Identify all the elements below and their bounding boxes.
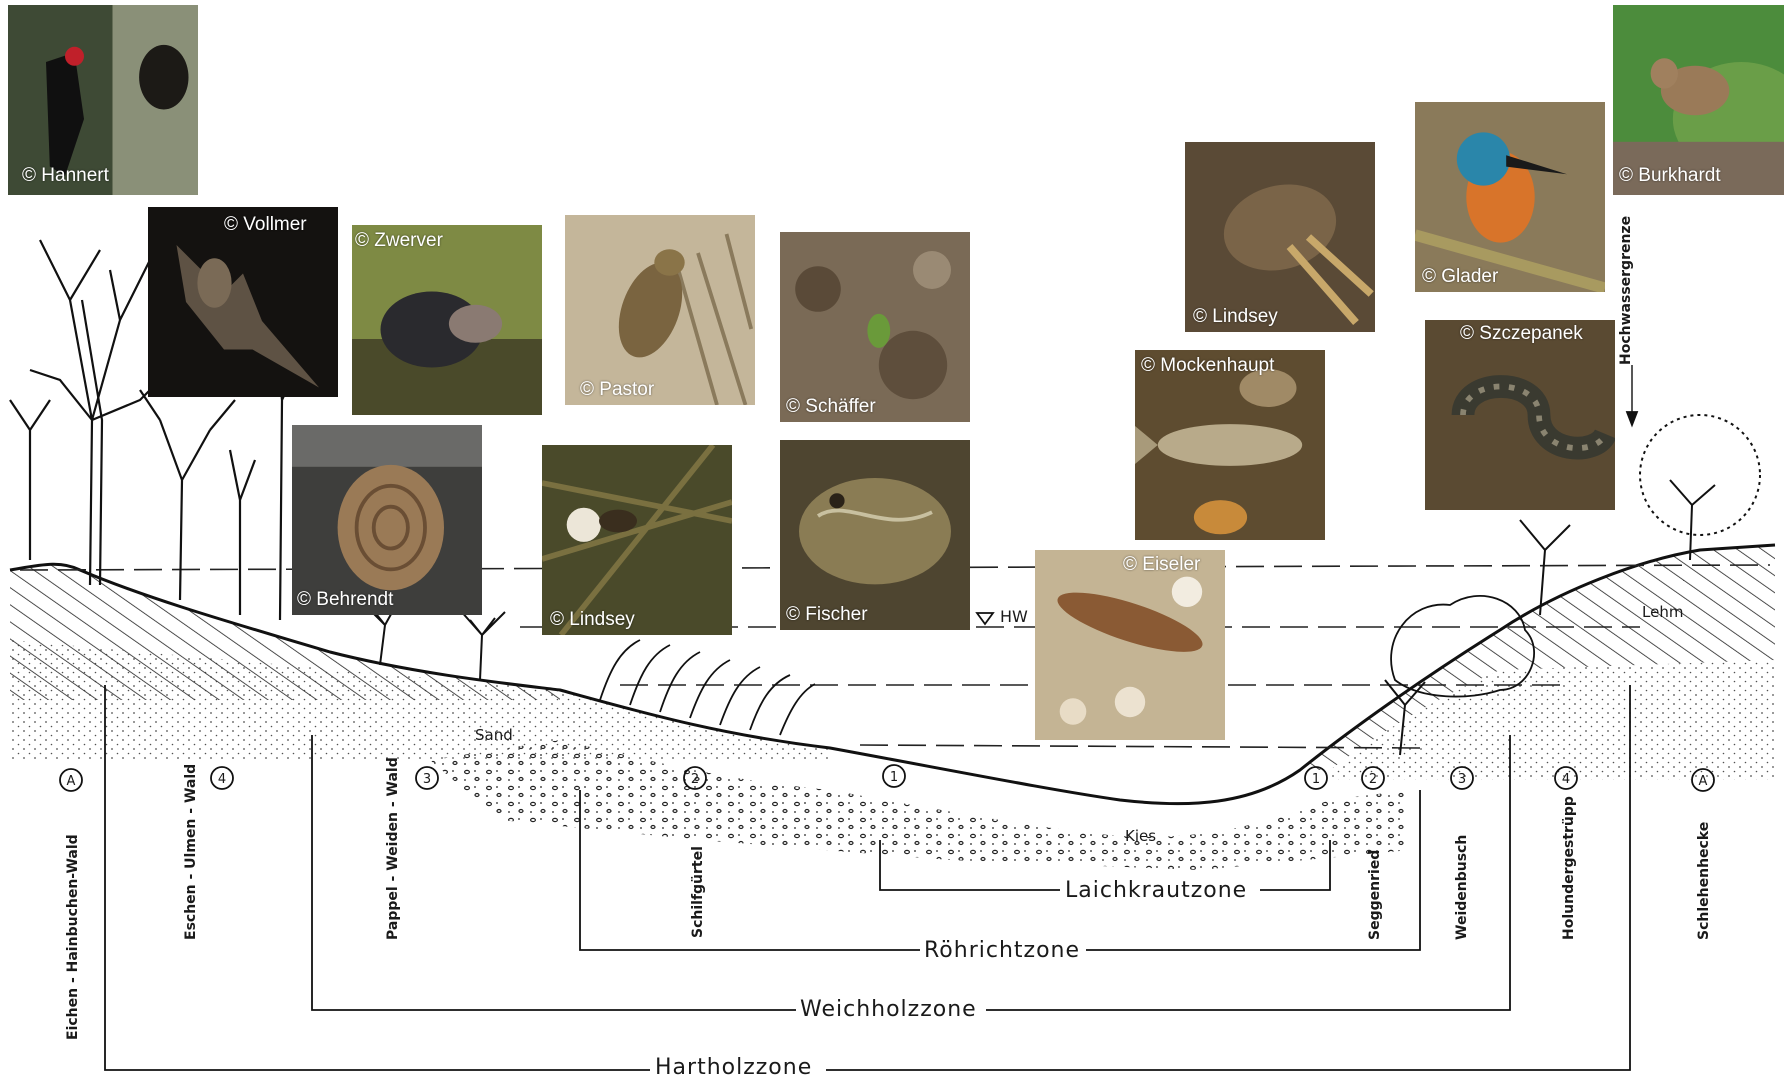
label-pappel-weiden-wald: Pappel - Weiden - Wald [385,757,401,940]
credit-zwerver: © Zwerver [355,230,443,252]
hochwassergrenze-label: Hochwassergrenze [1618,216,1634,365]
credit-hannert: © Hannert [22,165,109,187]
credit-vollmer: © Vollmer [224,214,307,236]
credit-schaeffer: © Schäffer [786,396,876,418]
gravel-area [430,740,1410,870]
credit-mockenhaupt: © Mockenhaupt [1141,355,1274,377]
photo-snail: © Behrendt [292,425,482,615]
soil-label-lehm: Lehm [1642,603,1683,621]
photo-tiny-frog: © Schäffer [780,232,970,422]
zone-weichholzzone: Weichholzzone [800,997,977,1022]
photo-black-woodpecker: © Hannert [8,5,198,195]
photo-toad: © Fischer [780,440,970,630]
label-seggenried: Seggenried [1367,850,1383,940]
credit-szczepanek: © Szczepanek [1460,323,1583,345]
photo-bat: © Vollmer [148,207,338,397]
credit-fischer: © Fischer [786,604,868,626]
photo-spider: © Lindsey [542,445,732,635]
label-schilfguertel: Schilfgürtel [690,846,706,938]
photo-kingfisher: © Glader [1415,102,1605,292]
marker-a-right: A [1699,774,1708,789]
label-eichen-hainbuchen-wald: Eichen - Hainbuchen-Wald [65,834,81,1040]
credit-glader: © Glader [1422,266,1498,288]
credit-lindsey-spider: © Lindsey [550,609,635,631]
zone-hartholzzone: Hartholzzone [655,1055,812,1076]
photo-dragonfly-larva: © Lindsey [1185,142,1375,332]
marker-2-left: 2 [691,772,699,787]
soil-label-kies: Kies [1125,827,1156,845]
marker-1-right: 1 [1312,772,1320,787]
hw-label: HW [1000,607,1028,626]
zone-roehrichtzone: Röhrichtzone [924,938,1080,963]
photo-gudgeon: © Mockenhaupt [1135,350,1325,540]
credit-pastor: © Pastor [580,379,654,401]
photo-shrew: © Zwerver [352,225,542,415]
zone-laichkrautzone: Laichkrautzone [1065,878,1247,903]
hw-triangle-icon [977,613,993,624]
photo-grass-snake: © Szczepanek [1425,320,1615,510]
marker-3-left: 3 [423,772,431,787]
marker-a-left: A [67,774,76,789]
photo-nightingale: © Burkhardt [1613,5,1784,195]
photo-reed-warbler: © Pastor [565,215,755,405]
label-weidenbusch: Weidenbusch [1454,835,1470,940]
label-schlehenhecke: Schlehenhecke [1696,822,1712,940]
credit-lindsey-larva: © Lindsey [1193,306,1278,328]
credit-eiseler: © Eiseler [1123,554,1200,576]
marker-4-right: 4 [1562,772,1570,787]
label-eschen-ulmen-wald: Eschen - Ulmen - Wald [183,764,199,940]
credit-behrendt: © Behrendt [297,589,393,611]
marker-1-left: 1 [890,770,898,785]
marker-4-left: 4 [218,772,226,787]
marker-2-right: 2 [1369,772,1377,787]
label-holundergestruepp: Holundergestrüpp [1561,796,1577,940]
credit-burkhardt: © Burkhardt [1619,165,1721,187]
marker-3-right: 3 [1458,772,1466,787]
photo-mayfly-larva: © Eiseler [1035,550,1225,740]
soil-label-sand: Sand [475,726,513,744]
